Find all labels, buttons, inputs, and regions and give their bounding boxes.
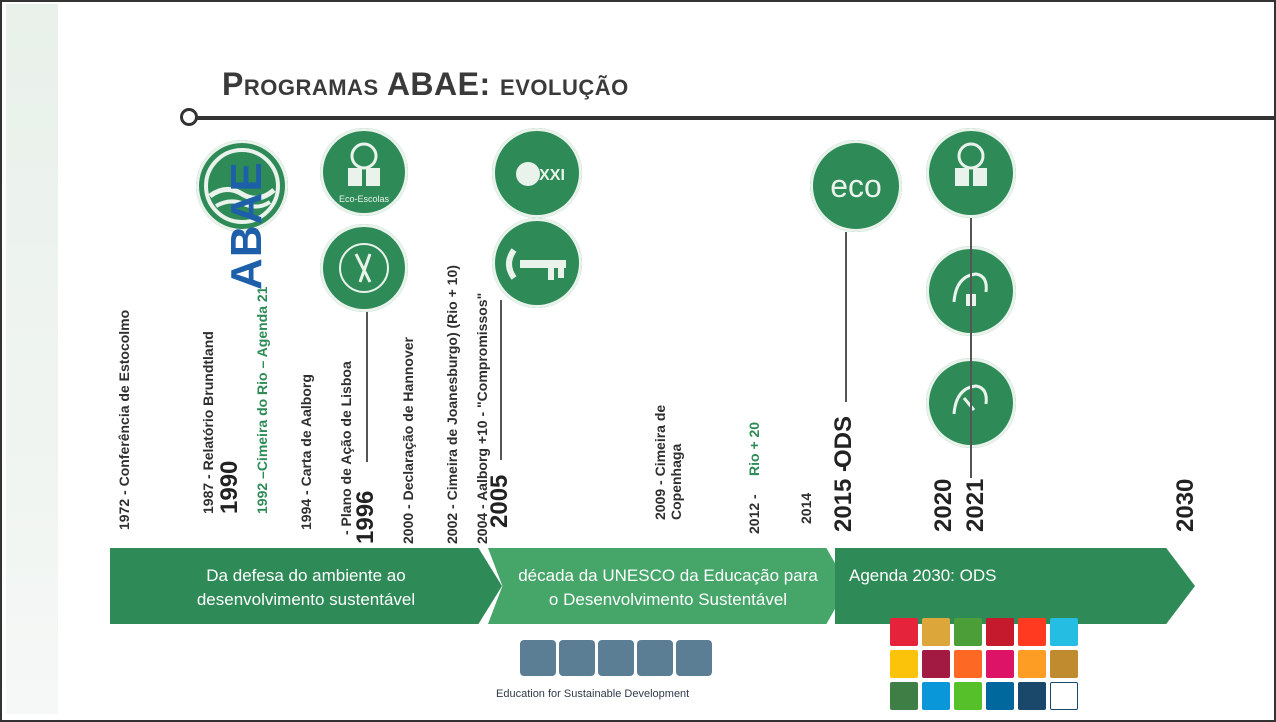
year-2014: 2014: [798, 492, 814, 524]
sdg-tile: [890, 618, 918, 646]
year-2005: 2005: [486, 474, 513, 528]
sdg-tile: [1018, 618, 1046, 646]
connector-line: [500, 300, 502, 460]
key-icon: [506, 248, 566, 280]
event-2012-rio: Rio + 20: [746, 421, 762, 476]
eco-logo: eco: [810, 140, 902, 232]
year-1996: 1996: [352, 490, 379, 544]
abae-logo: ABAE: [222, 161, 271, 290]
svg-text:eco: eco: [830, 168, 882, 204]
jovens-reporteres-logo: [320, 224, 408, 312]
sdg-tile: [954, 682, 982, 710]
event-1987: 1987 - Relatório Brundtland: [200, 331, 216, 514]
period-band-3-label: Agenda 2030: ODS: [849, 566, 997, 585]
sdg-tile: [1050, 682, 1078, 710]
eco-text-icon: eco: [830, 168, 882, 204]
tree-book-icon: [955, 142, 987, 186]
face-image: [637, 640, 673, 676]
title-line: [196, 116, 1276, 120]
year-2030: 2030: [1172, 478, 1199, 532]
ods-label: ODS: [830, 415, 857, 468]
period-band-2-label: década da UNESCO da Educação para o Dese…: [518, 566, 818, 609]
sdg-tile: [986, 682, 1014, 710]
sdg-tile: [954, 650, 982, 678]
reporter-icon: [339, 243, 389, 293]
hand-icon: [952, 384, 988, 415]
page-title: Programas ABAE: evolução: [222, 66, 629, 102]
sidebar-strip: [6, 4, 58, 714]
event-1972: 1972 - Conferência de Estocolmo: [116, 309, 132, 530]
eco-xxi-logo: XXI: [492, 128, 582, 218]
sdg-grid: [888, 616, 1080, 712]
period-band-1-label: Da defesa do ambiente ao desenvolvimento…: [196, 566, 416, 609]
event-1992: 1992 –Cimeira do Rio – Agenda 21: [254, 286, 270, 514]
svg-text:Eco-Escolas: Eco-Escolas: [339, 194, 390, 204]
event-2009: 2009 - Cimeira de Copenhaga: [652, 404, 684, 520]
svg-text:XXI: XXI: [539, 167, 565, 184]
connector-line: [970, 218, 972, 478]
year-2021: 2021: [962, 478, 989, 532]
sdg-tile: [922, 650, 950, 678]
face-image: [520, 640, 556, 676]
year-2015: 2015 -: [830, 463, 857, 532]
eco-xxi-icon: XXI: [516, 162, 565, 186]
esd-caption: Education for Sustainable Development: [496, 688, 690, 700]
sdg-tile: [1018, 682, 1046, 710]
event-2012: 2012 -: [746, 494, 762, 534]
sdg-tile: [954, 618, 982, 646]
event-2000: 2000 - Declaração de Hannover: [400, 337, 416, 544]
wave-icon: [204, 148, 280, 224]
sdg-tile: [922, 682, 950, 710]
period-band-2: década da UNESCO da Educação para o Dese…: [488, 548, 848, 624]
year-2020: 2020: [930, 478, 957, 532]
event-2002: 2002 - Cimeira de Joanesburgo) (Rio + 10…: [444, 265, 460, 544]
eco-escolas-logo: Eco-Escolas: [320, 128, 408, 216]
period-band-3: Agenda 2030: ODS: [835, 548, 1195, 624]
year-1990: 1990: [216, 460, 243, 514]
blue-flag-logo: [196, 140, 288, 232]
event-1994: 1994 - Carta de Aalborg: [298, 374, 314, 530]
eco-escolas-logo-2020: [926, 128, 1016, 218]
sdg-tile: [1018, 650, 1046, 678]
connector-line: [366, 312, 368, 462]
chave-verde-logo: [492, 218, 582, 308]
esd-logo-images: [520, 640, 726, 682]
face-image: [559, 640, 595, 676]
sdg-tile: [986, 618, 1014, 646]
sdg-tile: [986, 650, 1014, 678]
sdg-tile: [890, 682, 918, 710]
period-band-1: Da defesa do ambiente ao desenvolvimento…: [110, 548, 502, 624]
sdg-tile: [890, 650, 918, 678]
face-image: [598, 640, 634, 676]
tree-book-icon: Eco-Escolas: [339, 142, 390, 204]
connector-line: [845, 232, 847, 402]
sdg-tile: [1050, 650, 1078, 678]
sdg-tile: [922, 618, 950, 646]
face-image: [676, 640, 712, 676]
sdg-tile: [1050, 618, 1078, 646]
